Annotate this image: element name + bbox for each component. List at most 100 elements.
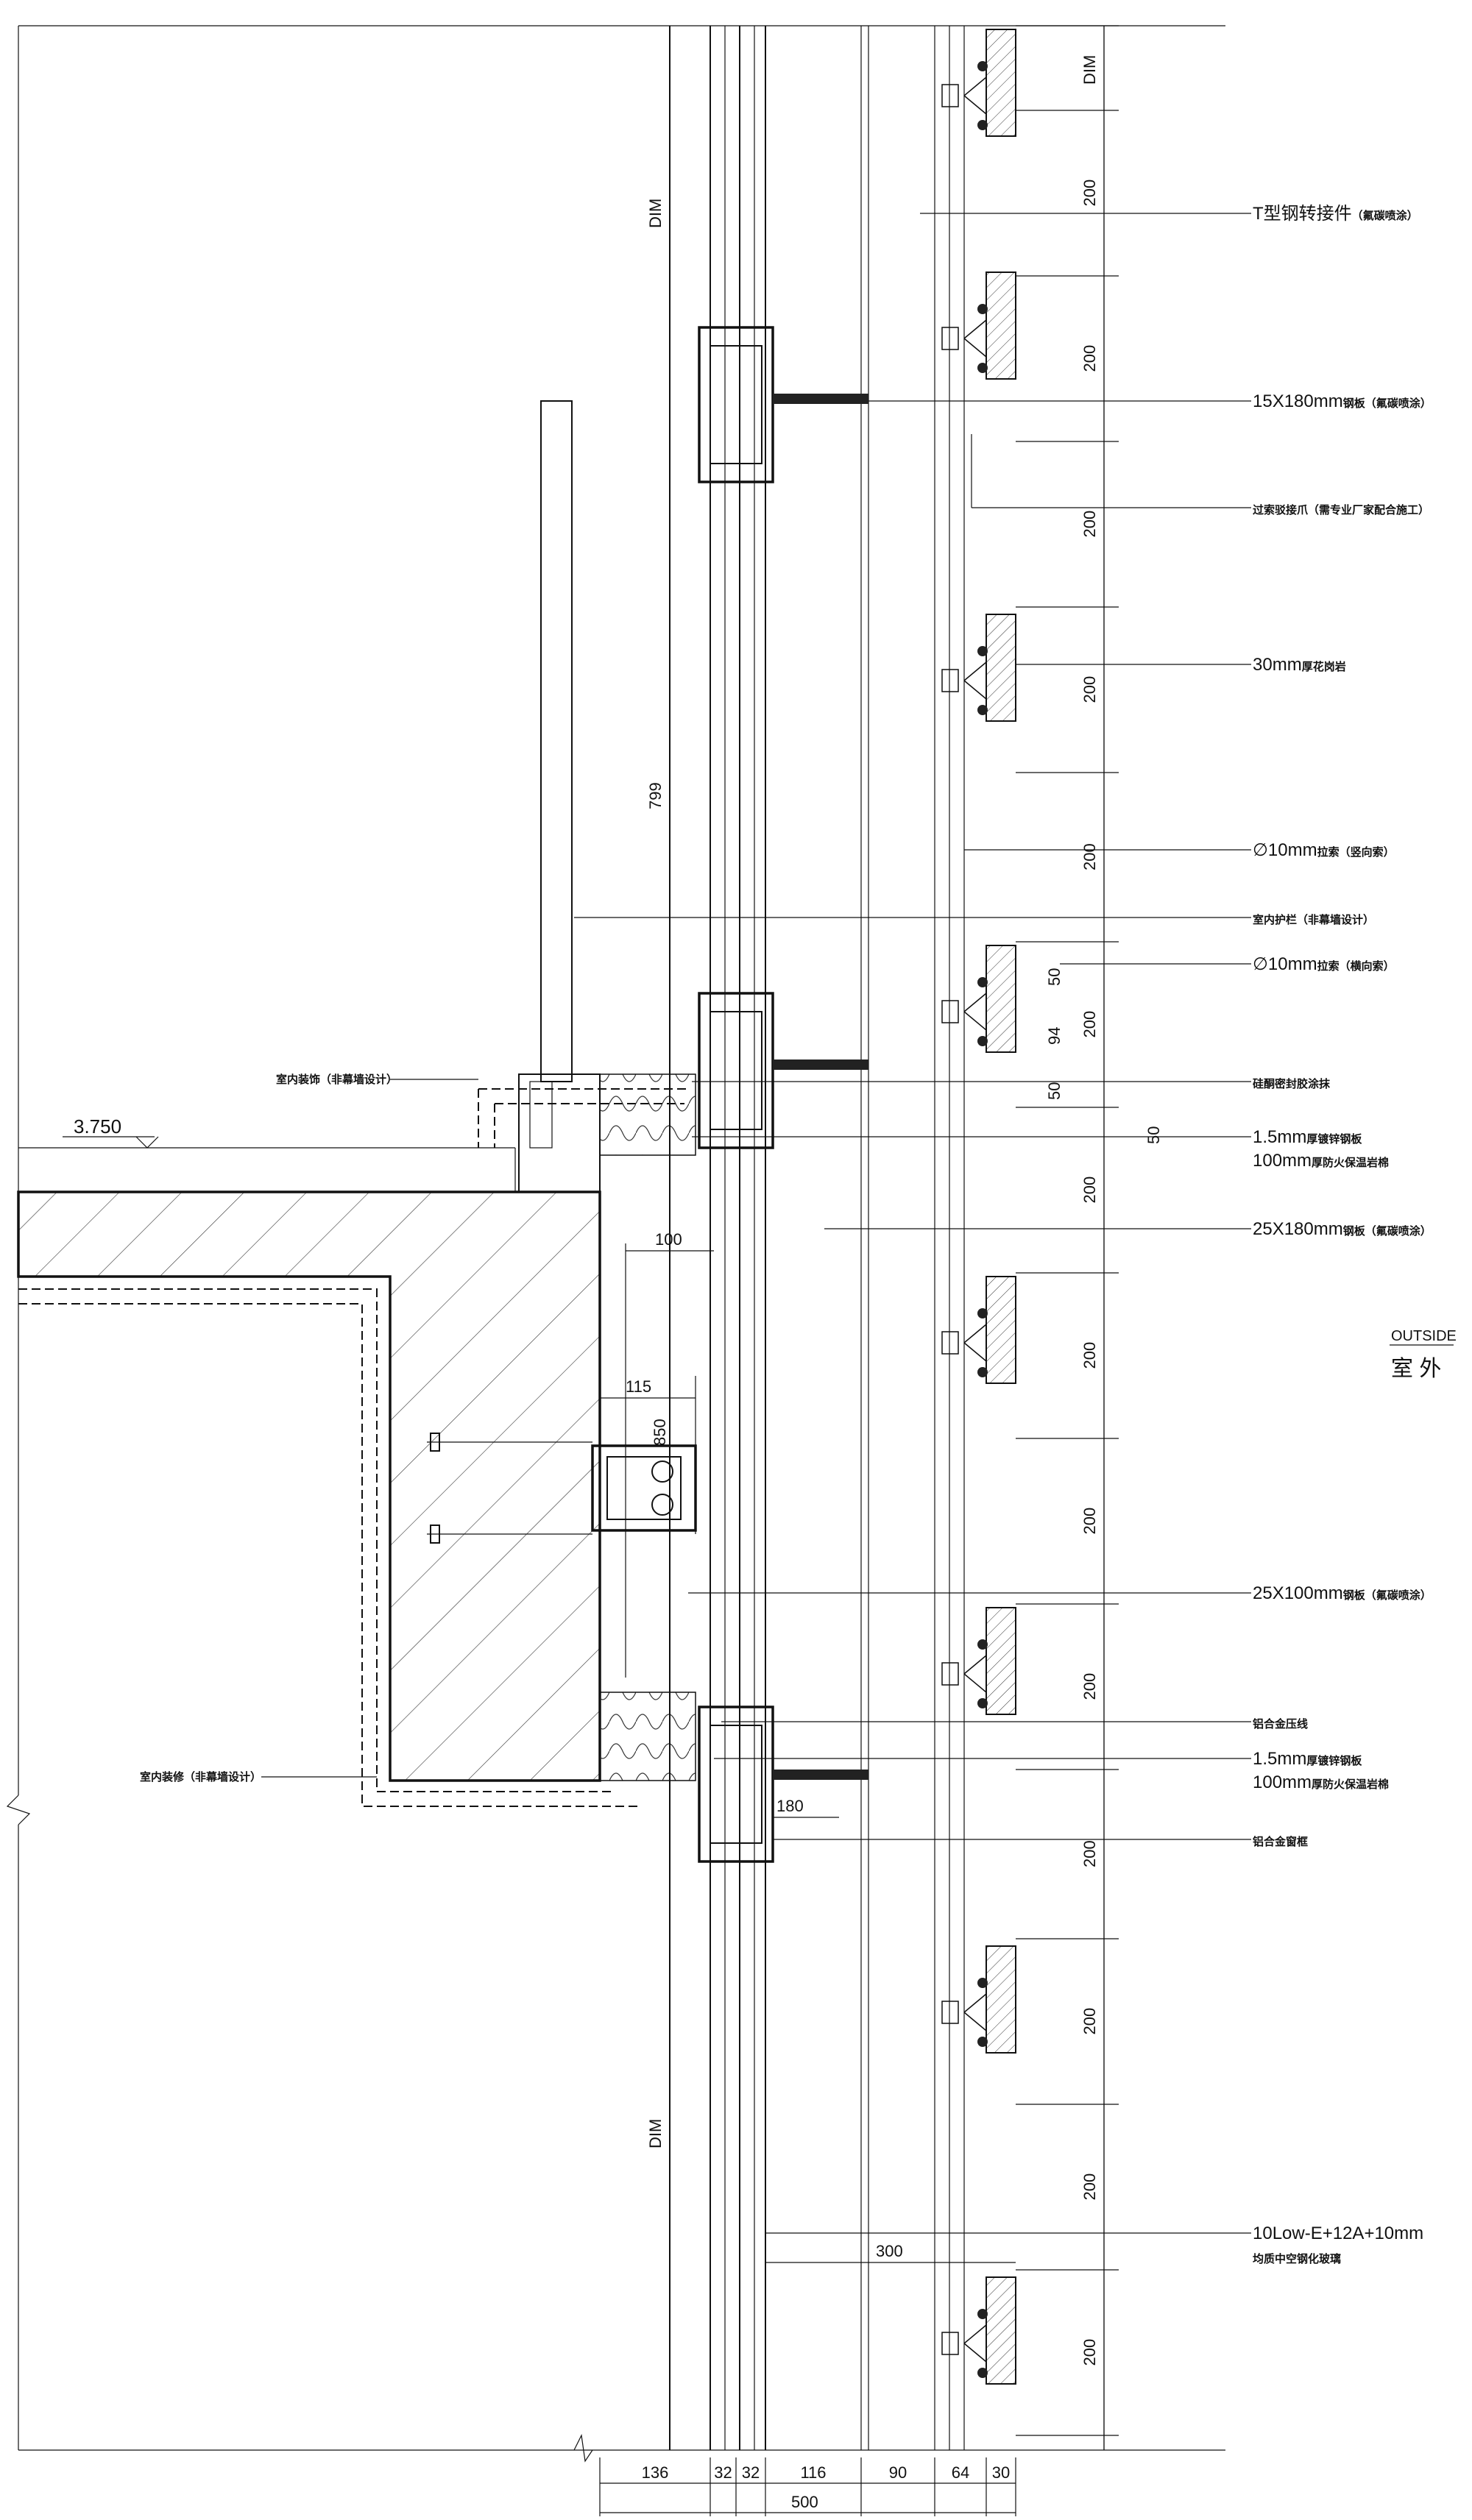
interior-railing: [540, 400, 573, 1082]
cable-clamp-3: [941, 669, 959, 692]
transom-frame-1: [698, 326, 868, 483]
callout-galv-steel-top: 1.5mm厚镀锌钢板: [1253, 1127, 1362, 1147]
outside-label: OUTSIDE 室 外: [1390, 1328, 1457, 1381]
granite-panel-8: [986, 2276, 1016, 2385]
granite-panel-5: [986, 1276, 1016, 1384]
callout-aluminium-window-frame: 铝合金窗框: [1253, 1835, 1308, 1848]
spider-arm-b-2: [963, 338, 987, 358]
callout-rock-wool-top: 100mm厚防火保温岩棉: [1253, 1151, 1389, 1171]
rock-wool-top: [599, 1073, 696, 1156]
bolt-b-4: [977, 1036, 988, 1046]
granite-panel-6: [986, 1607, 1016, 1715]
dim-115: 115: [626, 1377, 651, 1396]
dim-850: 850: [651, 1419, 669, 1446]
right-dim-200-14: 200: [1080, 2339, 1099, 2366]
callout-silicone-sealant: 硅酮密封胶涂抹: [1253, 1077, 1331, 1090]
dim-300: 300: [876, 2242, 903, 2260]
callout-leaders: [261, 213, 1251, 2234]
outside-label-zh: 室 外: [1391, 1357, 1441, 1381]
label-interior-decor-bottom: 室内装修（非幕墙设计）: [140, 1770, 261, 1783]
callout-aluminium-bead: 铝合金压线: [1253, 1717, 1308, 1731]
bolt-a-1: [977, 61, 988, 71]
outside-label-en: OUTSIDE: [1391, 1328, 1457, 1344]
right-dim-200-4: 200: [1080, 676, 1099, 703]
spider-arm-b-7: [963, 2012, 987, 2031]
bolt-a-5: [977, 1308, 988, 1318]
callout-glass-desc: 均质中空钢化玻璃: [1253, 2252, 1341, 2265]
granite-panel-2: [986, 271, 1016, 380]
dim-50-c: 50: [1144, 1126, 1163, 1144]
bolt-a-3: [977, 646, 988, 656]
granite-panel-1: [986, 29, 1016, 137]
bottom-dim-1: 136: [642, 2463, 669, 2482]
spider-arm-b-4: [963, 1011, 987, 1031]
bottom-dim-7: 30: [992, 2463, 1010, 2482]
bottom-dim-4: 116: [800, 2463, 826, 2482]
bolt-b-6: [977, 1698, 988, 1708]
bolt-a-7: [977, 1978, 988, 1988]
callout-labels: T型钢转接件（氟碳喷涂） 15X180mm钢板（氟碳喷涂） 过索驳接爪（需专业厂…: [1253, 204, 1432, 2265]
spider-arm-3: [963, 661, 987, 681]
cable-clamp-5: [941, 1331, 959, 1355]
callout-cable-claw: 过索驳接爪（需专业厂家配合施工）: [1253, 503, 1429, 517]
granite-panel-4: [986, 945, 1016, 1053]
spider-arm-2: [963, 319, 987, 339]
cable-clamp-7: [941, 2001, 959, 2024]
rock-wool-bottom: [599, 1692, 696, 1781]
right-dim-200-8: 200: [1080, 1342, 1099, 1369]
cable-clamp-1: [941, 84, 959, 107]
dim-top-label: DIM: [646, 199, 665, 228]
right-dim-200-5: 200: [1080, 843, 1099, 870]
granite-louvre-panels: [941, 29, 1016, 2385]
callout-rock-wool-bottom: 100mm厚防火保温岩棉: [1253, 1772, 1389, 1792]
right-dim-200-6: 200: [1080, 1011, 1099, 1038]
concrete-floor-slab: [17, 1147, 640, 1807]
right-dim-200-11: 200: [1080, 1840, 1099, 1867]
bolt-b-7: [977, 2037, 988, 2047]
spider-arm-b-6: [963, 1673, 987, 1693]
bolt-a-8: [977, 2309, 988, 2319]
bottom-dim-6: 64: [952, 2463, 969, 2482]
bolt-b-2: [977, 363, 988, 373]
spider-arm-4: [963, 993, 987, 1012]
spider-arm-7: [963, 1993, 987, 2013]
right-dim-200-12: 200: [1080, 2008, 1099, 2035]
bolt-a-2: [977, 304, 988, 314]
transom-frame-2: [698, 992, 868, 1149]
spider-arm-5: [963, 1324, 987, 1344]
cable-clamp-8: [941, 2332, 959, 2355]
dim-50-b: 50: [1045, 1082, 1064, 1100]
dim-799-label: 799: [646, 782, 665, 809]
spider-arm-1: [963, 77, 987, 96]
bottom-dim-5: 90: [889, 2463, 907, 2482]
spider-arm-b-3: [963, 680, 987, 700]
spider-arm-6: [963, 1655, 987, 1675]
bolt-b-3: [977, 705, 988, 715]
callout-t-steel: T型钢转接件（氟碳喷涂）: [1253, 204, 1418, 224]
cable-clamp-2: [941, 327, 959, 350]
local-dimensions: [600, 1250, 1016, 2263]
cable-clamp-6: [941, 1662, 959, 1686]
callout-galv-steel-bottom: 1.5mm厚镀锌钢板: [1253, 1749, 1362, 1769]
bottom-dim-2: 32: [714, 2463, 732, 2482]
bolt-b-5: [977, 1367, 988, 1377]
callout-granite: 30mm厚花岗岩: [1253, 655, 1346, 675]
right-dim-200-7: 200: [1080, 1176, 1099, 1204]
label-interior-decor-top: 室内装饰（非幕墙设计）: [276, 1073, 397, 1086]
dim-100: 100: [655, 1230, 682, 1249]
granite-panel-7: [986, 1945, 1016, 2054]
right-dim-200-3: 200: [1080, 511, 1099, 538]
elevation-label: 3.750: [74, 1115, 121, 1137]
callout-interior-railing: 室内护栏（非幕墙设计）: [1253, 913, 1374, 926]
glass-curtain-wall: [669, 26, 1105, 2450]
bottom-total-label: 500: [791, 2493, 818, 2511]
callout-steel-plate-25x180: 25X180mm钢板（氟碳喷涂）: [1253, 1219, 1432, 1239]
callout-vertical-cable: ∅10mm拉索（竖向索）: [1253, 840, 1395, 860]
spider-arm-8: [963, 2324, 987, 2344]
callout-glass-spec: 10Low-E+12A+10mm: [1253, 2223, 1423, 2243]
right-dim-top-label: DIM: [1080, 55, 1099, 85]
callout-steel-plate-25x100: 25X100mm钢板（氟碳喷涂）: [1253, 1583, 1432, 1603]
